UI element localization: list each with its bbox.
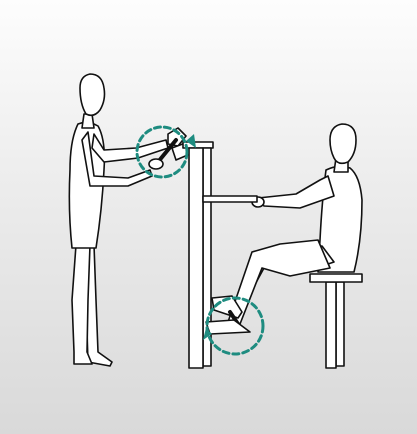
chair-leg-back [336,282,344,366]
standing-person [69,74,168,366]
standing-person-head [80,74,105,115]
standing-person-neck [82,114,94,128]
chair-leg-front [326,282,336,368]
pedal-base [206,320,250,334]
chair-seat [310,274,362,282]
table-front-leg [189,148,203,368]
standing-person-front-arm [92,134,168,162]
table-side-rail [203,196,257,202]
hand-crank-lower-grip [149,159,163,169]
seated-person-head [330,124,356,163]
